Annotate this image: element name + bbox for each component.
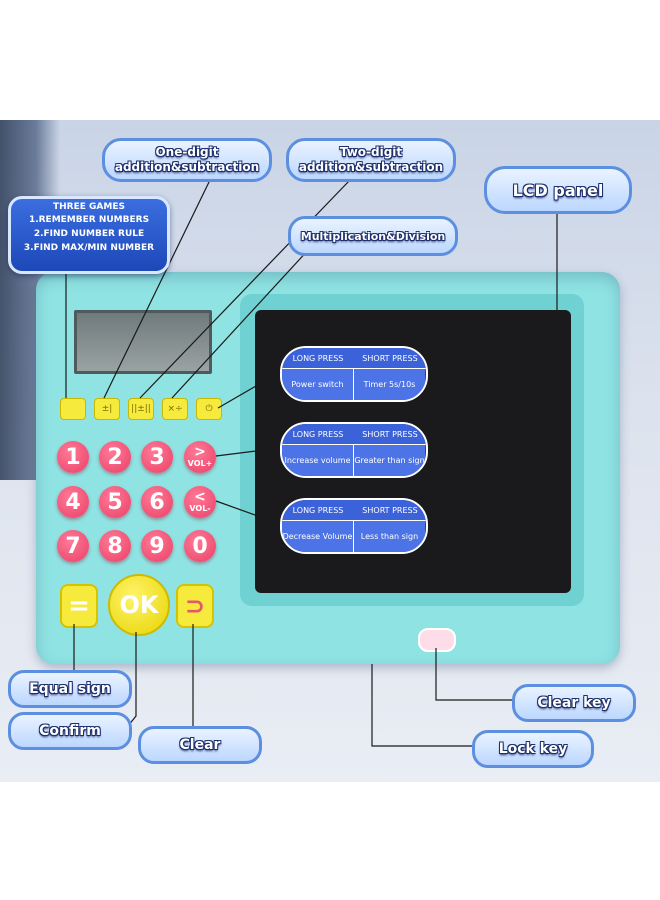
info-card-power: LONG PRESS SHORT PRESS Power switch Time… [280,346,428,402]
lcd-panel-callout: LCD panel [484,166,632,214]
key-0[interactable]: 0 [184,530,216,562]
clear-key-button[interactable] [418,628,456,652]
one-digit-callout: One-digit addition&subtraction [102,138,272,182]
multiplication-callout: Multiplication&Division [288,216,458,256]
one-digit-button[interactable]: ±| [94,398,120,420]
two-digit-callout: Two-digit addition&subtraction [286,138,456,182]
multiplication-button[interactable]: ×÷ [162,398,188,420]
volume-down-key[interactable]: < VOL- [184,486,216,518]
two-digit-button[interactable]: ||±|| [128,398,154,420]
background-bottom [0,782,660,900]
lock-key-callout: Lock key [472,730,594,768]
volume-up-key[interactable]: > VOL+ [184,441,216,473]
power-button[interactable]: ⏻ [196,398,222,420]
clear-key-callout: Clear key [512,684,636,722]
three-games-button[interactable] [60,398,86,420]
three-games-callout: THREE GAMES 1.REMEMBER NUMBERS 2.FIND NU… [8,196,170,274]
key-5[interactable]: 5 [99,486,131,518]
key-2[interactable]: 2 [99,441,131,473]
power-icon: ⏻ [205,404,213,414]
info-card-volume-up: LONG PRESS SHORT PRESS Increase volume G… [280,422,428,478]
key-9[interactable]: 9 [141,530,173,562]
key-7[interactable]: 7 [57,530,89,562]
clear-button[interactable]: ⊃ [176,584,214,628]
info-card-volume-down: LONG PRESS SHORT PRESS Decrease Volume L… [280,498,428,554]
key-8[interactable]: 8 [99,530,131,562]
confirm-callout: Confirm [8,712,132,750]
key-6[interactable]: 6 [141,486,173,518]
clear-callout: Clear [138,726,262,764]
key-4[interactable]: 4 [57,486,89,518]
mini-lcd-screen [74,310,212,374]
ok-button[interactable]: OK [108,574,170,636]
key-3[interactable]: 3 [141,441,173,473]
key-1[interactable]: 1 [57,441,89,473]
background-top [0,0,660,120]
equal-button[interactable]: = [60,584,98,628]
equal-sign-callout: Equal sign [8,670,132,708]
